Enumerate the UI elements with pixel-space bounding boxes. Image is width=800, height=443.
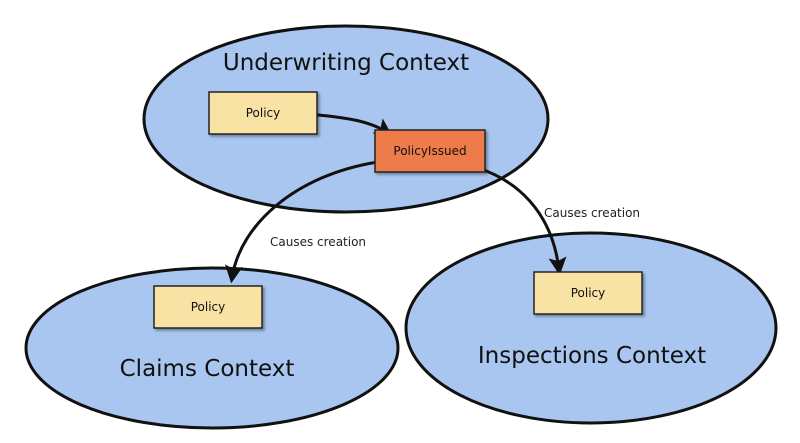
- claims-policy-rect: [153, 285, 263, 329]
- claims-policy-label: Policy: [191, 300, 226, 314]
- policyissued-event-label: PolicyIssued: [393, 144, 466, 158]
- claims-context-title: Claims Context: [120, 356, 295, 382]
- inspections-policy-box: [533, 271, 643, 315]
- underwriting-context-title: Underwriting Context: [223, 50, 469, 76]
- inspections-context-title: Inspections Context: [478, 343, 706, 369]
- claims-policy-box: [153, 285, 263, 329]
- underwriting-policy-rect: [208, 91, 318, 135]
- edge-label-to-inspections: Causes creation: [544, 206, 640, 220]
- inspections-context-ellipse: [404, 231, 778, 425]
- policyissued-event-rect: [374, 129, 486, 173]
- underwriting-policy-box: [208, 91, 318, 135]
- inspections-policy-label: Policy: [571, 286, 606, 300]
- underwriting-policy-label: Policy: [246, 106, 281, 120]
- edge-label-to-claims: Causes creation: [270, 235, 366, 249]
- claims-context-ellipse: [24, 266, 400, 430]
- arrow-policyissued-to-claims: [224, 160, 380, 284]
- arrow-policyissued-to-inspections: [476, 166, 567, 276]
- policyissued-event-box: [374, 129, 486, 173]
- inspections-policy-rect: [533, 271, 643, 315]
